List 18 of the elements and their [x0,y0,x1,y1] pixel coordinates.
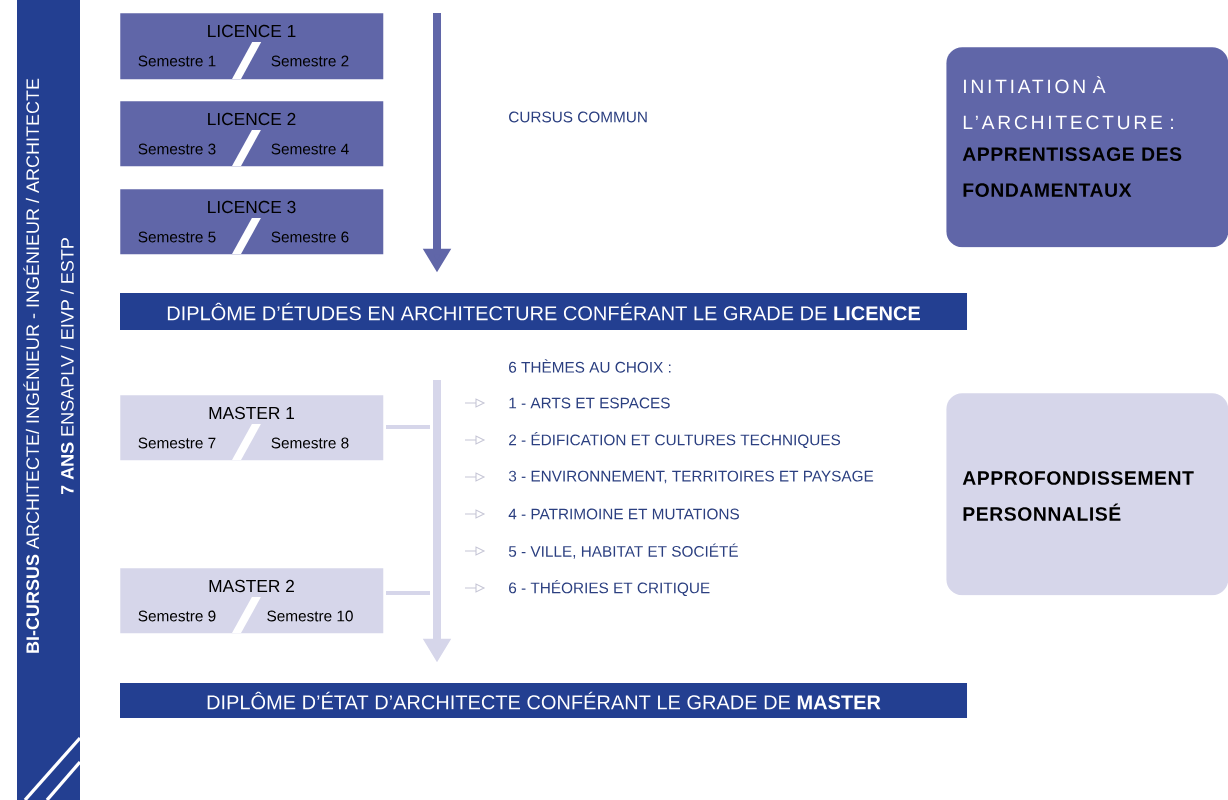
diploma-banner: DIPLÔME D’ÉTUDES EN ARCHITECTURE CONFÉRANT LE GRADE DE LICENCE [120,293,967,330]
section-heading: 6 THÈMES AU CHOIX : [509,359,671,373]
diploma-banner: DIPLÔME D’ÉTAT D’ARCHITECTE CONFÉRANT LE GRADE DE MASTER [120,683,967,718]
section-heading: CURSUS COMMUN [509,111,647,123]
theme-item: 4 - PATRIMOINE ET MUTATIONS [508,508,739,520]
theme-item: 6 - THÉORIES ET CRITIQUE [509,579,710,597]
side-banner: BI-CURSUS ARCHITECTE/ INGÉNIEUR - INGÉNIEUR / ARCHITECTE 7 ANS ENSAPLV / EIVP / ESTP [17,0,82,800]
year-box: MASTER 2 Semestre 9 Semestre 10 [120,568,384,634]
year-box: LICENCE 1 Semestre 1 Semestre 2 [120,13,384,80]
year-box: LICENCE 3 Semestre 5 Semestre 6 [120,189,384,255]
phase-box: APPROFONDISSEMENT PERSONNALISÉ [946,393,1228,596]
year-box: MASTER 1 Semestre 7 Semestre 8 [120,395,384,461]
theme-item: 2 - ÉDIFICATION ET CULTURES TECHNIQUES [509,431,841,449]
year-box: LICENCE 2 Semestre 3 Semestre 4 [120,101,384,167]
theme-item: 1 - ARTS ET ESPACES [509,397,670,409]
phase-box: INITIATION À L’ARCHITECTURE : APPRENTISSAGE DES FONDAMENTAUX [946,47,1228,248]
theme-item: 5 - VILLE, HABITAT ET SOCIÉTÉ [508,543,738,559]
theme-item: 3 - ENVIRONNEMENT, TERRITOIRES ET PAYSAGE [508,470,874,484]
